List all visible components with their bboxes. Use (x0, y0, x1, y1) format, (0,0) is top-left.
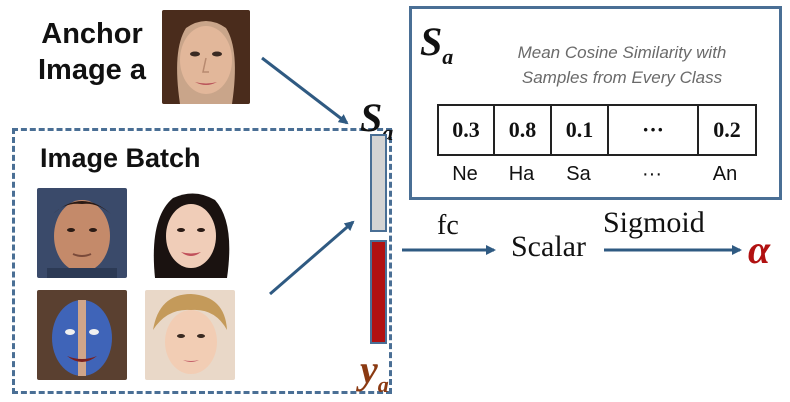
similarity-cells: 0.3 0.8 0.1 ··· 0.2 (437, 104, 757, 156)
class-label-sa: Sa (566, 163, 591, 185)
feature-sa-sub: a (382, 120, 394, 145)
similarity-cell-ellipsis: ··· (609, 106, 699, 154)
similarity-cell-2: 0.8 (495, 106, 552, 154)
feature-bar-ya (370, 240, 387, 344)
image-batch-frame (12, 128, 392, 394)
similarity-description-line2: Samples from Every Class (521, 68, 723, 87)
anchor-label: Anchor Image a (22, 16, 162, 88)
arrow-anchor-to-sa (261, 56, 349, 125)
similarity-cell-3: 0.1 (552, 106, 609, 154)
image-batch-label: Image Batch (40, 143, 201, 173)
feature-ya-symbol: y (360, 347, 378, 392)
alpha-label: α (748, 227, 771, 272)
similarity-cell-5: 0.2 (713, 117, 741, 142)
sigmoid-label: Sigmoid (603, 206, 705, 239)
symbol-s-sub: a (442, 44, 454, 69)
feature-ya-label: ya (360, 346, 389, 398)
batch-face-image-2 (145, 188, 235, 278)
anchor-label-line2: Image a (38, 54, 146, 86)
class-label-an: An (712, 163, 738, 185)
similarity-panel-symbol: Sa (420, 18, 453, 70)
class-label-ne: Ne (452, 163, 478, 185)
symbol-s: S (420, 19, 443, 64)
feature-bar-sa (370, 134, 387, 232)
similarity-panel (409, 6, 782, 200)
batch-face-image-3 (37, 290, 127, 380)
feature-ya-sub: a (377, 372, 389, 397)
arrow-batch-to-bars (269, 220, 355, 296)
anchor-face-image (162, 10, 250, 104)
anchor-label-line1: Anchor (41, 18, 143, 50)
scalar-label: Scalar (511, 230, 586, 263)
similarity-description: Mean Cosine Similarity with Samples from… (472, 40, 772, 90)
batch-face-image-1 (37, 188, 127, 278)
class-label-ha: Ha (508, 163, 535, 185)
fc-label: fc (437, 210, 459, 241)
similarity-cell-1: 0.3 (439, 106, 495, 154)
batch-face-image-4 (145, 290, 235, 380)
class-label-ellipsis: ··· (642, 163, 662, 185)
feature-sa-symbol: S (360, 95, 383, 140)
similarity-description-line1: Mean Cosine Similarity with (517, 43, 727, 62)
feature-sa-label: Sa (360, 94, 393, 146)
